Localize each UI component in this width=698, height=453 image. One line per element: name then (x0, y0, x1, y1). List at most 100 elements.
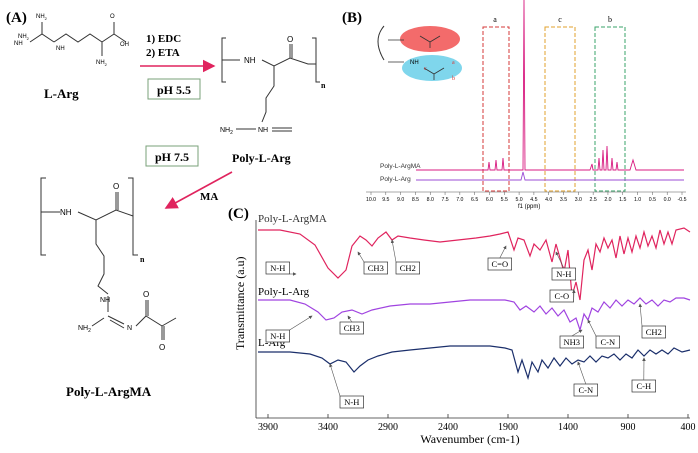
ir-annotation-label: N-H (344, 397, 359, 407)
ir-annotation-label: C-O (554, 291, 569, 301)
ir-annotation-arrow (588, 320, 596, 336)
argma-nh: NH (60, 208, 72, 217)
nmr-tick-label: 4.0 (545, 197, 552, 203)
ph-box-1-text: pH 5.5 (157, 83, 191, 97)
ir-annotation-label: C-N (578, 385, 593, 395)
panel-b-label: (B) (342, 10, 362, 26)
ph-box-2-text: pH 7.5 (155, 150, 189, 164)
l-arg-nh-left: NH (14, 41, 23, 47)
argma-nh-side: NH (100, 297, 110, 304)
poly-o: O (287, 35, 293, 44)
ir-annotation-label: NH3 (564, 337, 581, 347)
nmr-tick-label: 5.5 (501, 197, 508, 203)
nmr-tick-label: 0.0 (664, 197, 671, 203)
l-arg-nh2-left: NH2 (18, 34, 30, 41)
nmr-tick-label: 1.5 (619, 197, 626, 203)
l-arg-oh: OH (120, 42, 129, 48)
nmr-tick-label: -0.5 (678, 197, 687, 203)
ir-tick-label: 2900 (378, 422, 398, 433)
nmr-tick-label: 8.0 (427, 197, 434, 203)
nmr-tick-label: 0.5 (649, 197, 656, 203)
ir-annotation-label: CH3 (344, 323, 360, 333)
poly-bottom-nh: NH (258, 127, 268, 134)
nmr-series-argma (416, 0, 684, 170)
ir-annotation-label: C-N (600, 337, 615, 347)
nmr-legend-arg: Poly-L-Arg (380, 176, 411, 183)
nmr-tick-label: 4.5 (530, 197, 537, 203)
nmr-tick-label: 7.0 (456, 197, 463, 203)
ir-annotation-label: CH3 (368, 263, 384, 273)
ir-annotation-label: CH2 (400, 263, 416, 273)
ir-annotation-label: N-H (270, 263, 285, 273)
panel-c-label: (C) (228, 206, 249, 222)
ir-x-label: Wavenumber (cm-1) (420, 432, 519, 446)
ir-annotation-arrow (640, 304, 642, 326)
argma-n: n (140, 255, 145, 264)
ir-annotation-arrow (556, 252, 564, 268)
nmr-tick-label: 7.5 (441, 197, 448, 203)
nmr-legend-argma: Poly-L-ArgMA (380, 163, 421, 170)
ir-series-argma (258, 228, 690, 300)
ir-y-label: Transmittance (a.u) (233, 256, 247, 350)
argma-o1: O (143, 290, 149, 299)
ir-annotation-arrow (348, 316, 352, 322)
ir-annotation-label: N-H (556, 269, 571, 279)
nmr-tick-label: 6.5 (471, 197, 478, 203)
ir-annotation-arrow (578, 362, 586, 384)
ir-annotation-arrow (290, 316, 312, 330)
nmr-box-c (545, 27, 575, 191)
poly-nh: NH (244, 56, 256, 65)
ir-annotation-arrow (392, 240, 396, 262)
panel-b: (B) NH a b c a c b Poly-L-ArgMA Poly-L-A… (342, 0, 687, 210)
nmr-inset: NH a b c (378, 26, 462, 82)
nmr-tick-label: 10.0 (366, 197, 376, 203)
ir-series-larg (258, 346, 690, 378)
nmr-tick-label: 2.0 (604, 197, 611, 203)
ir-annotation-arrow (500, 246, 506, 258)
argma-name: Poly-L-ArgMA (66, 384, 152, 399)
inset-a: a (452, 60, 455, 66)
step-edc: 1) EDC (146, 33, 181, 45)
ir-tick-label: 3900 (258, 422, 278, 433)
nmr-box-a (483, 27, 509, 191)
nmr-tick-label: 1.0 (634, 197, 641, 203)
l-arg-name: L-Arg (44, 86, 79, 101)
poly-name: Poly-L-Arg (232, 151, 291, 165)
ir-series-label-argma: Poly-L-ArgMA (258, 213, 327, 225)
ir-series-arg (258, 298, 690, 330)
nmr-x-label: f1 (ppm) (518, 204, 540, 210)
poly-l-arg-structure (222, 38, 320, 122)
l-arg-nh2-alpha: NH2 (96, 60, 108, 67)
ir-annotation-label: N-H (270, 331, 285, 341)
ma-label: MA (200, 191, 218, 203)
ir-annotation-arrow (330, 364, 340, 396)
panel-a-label: (A) (6, 10, 27, 26)
ir-series-label-arg: Poly-L-Arg (258, 286, 310, 298)
nmr-tick-label: 9.0 (397, 197, 404, 203)
nmr-tick-label: 3.5 (560, 197, 567, 203)
ir-annotation-label: CH2 (646, 327, 662, 337)
step-eta: 2) ETA (146, 47, 180, 59)
poly-n: n (321, 81, 326, 90)
ir-annotation-arrow (572, 330, 582, 336)
nmr-box-label-c: c (558, 15, 562, 24)
nmr-tick-label: 5.0 (515, 197, 522, 203)
ir-annotation-label: C-H (636, 381, 651, 391)
nmr-x-ticks: 10.0 9.5 9.0 8.5 8.0 7.5 7.0 6.5 6.0 5.5 5.0 4.5 4.0… (366, 192, 687, 203)
argma-o: O (113, 182, 119, 191)
ir-tick-label: 400 (681, 422, 696, 433)
nmr-tick-label: 9.5 (382, 197, 389, 203)
l-arg-nh2-top: NH2 (36, 14, 48, 21)
nmr-tick-label: 2.5 (590, 197, 597, 203)
ir-tick-label: 3400 (318, 422, 338, 433)
inset-nh: NH (410, 60, 419, 66)
nmr-tick-label: 6.0 (486, 197, 493, 203)
argma-n-imine: N (127, 325, 132, 332)
nmr-tick-label: 8.5 (412, 197, 419, 203)
nmr-tick-label: 3.0 (575, 197, 582, 203)
l-arg-nh-chain: NH (56, 46, 65, 52)
ir-annotation-label: C=O (491, 259, 508, 269)
